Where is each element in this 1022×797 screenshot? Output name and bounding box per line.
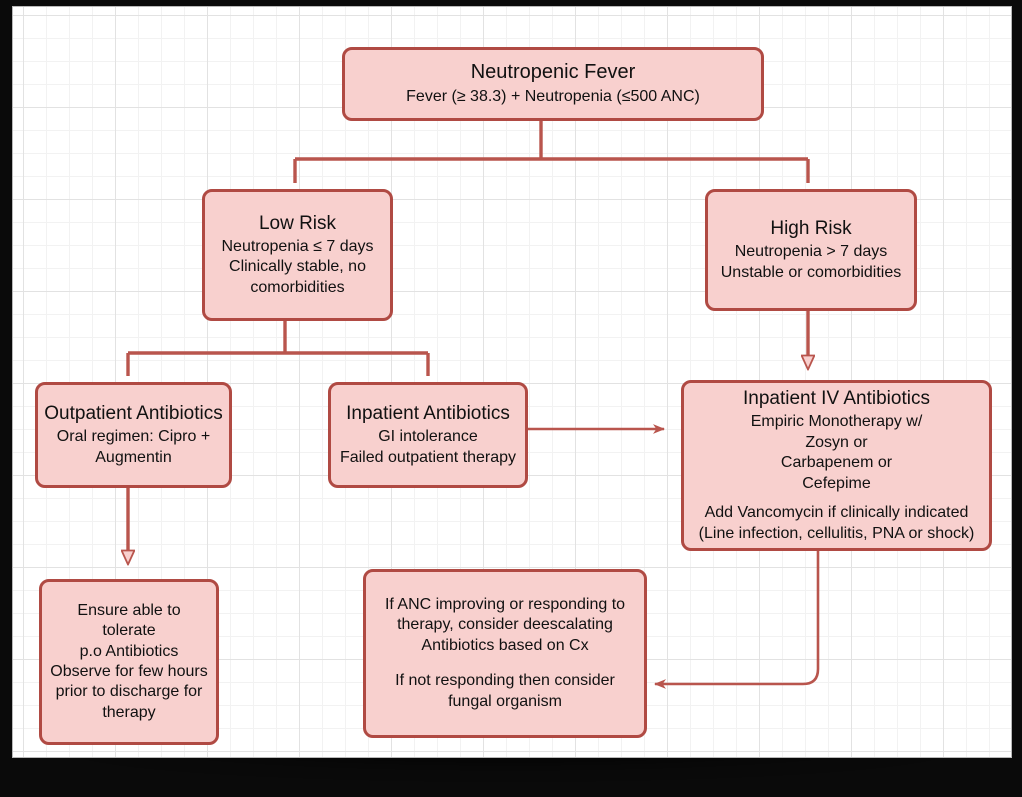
node-response-assessment[interactable]: If ANC improving or responding to therap… [363, 569, 647, 738]
node-line: Antibiotics based on Cx [421, 636, 589, 654]
node-title: Outpatient Antibiotics [44, 402, 223, 424]
node-line: Empiric Monotherapy w/ [750, 413, 923, 431]
node-line: Carbapenem or [780, 454, 893, 472]
node-line: Add Vancomycin if clinically indicated [704, 504, 969, 522]
flowchart-canvas[interactable]: Neutropenic Fever Fever (≥ 38.3) + Neutr… [12, 6, 1012, 758]
node-line: Observe for few hours [50, 663, 208, 680]
node-line: p.o Antibiotics [79, 642, 179, 660]
node-line: therapy, consider deescalating [397, 616, 613, 634]
node-line: If not responding then consider [395, 672, 615, 690]
node-title: Low Risk [258, 212, 337, 234]
node-line: Zosyn or [805, 433, 868, 451]
node-line: Failed outpatient therapy [339, 448, 517, 466]
node-line: Unstable or comorbidities [720, 263, 902, 281]
node-title: Neutropenic Fever [470, 61, 636, 84]
node-line: comorbidities [250, 278, 345, 296]
node-line: fungal organism [448, 692, 562, 710]
node-line: (Line infection, cellulitis, PNA or shoc… [698, 524, 975, 542]
node-title: Inpatient IV Antibiotics [743, 388, 930, 409]
node-line: Neutropenia > 7 days [734, 243, 888, 261]
node-line: Augmentin [95, 448, 172, 466]
node-line: prior to discharge for [55, 683, 203, 701]
node-title: Inpatient Antibiotics [346, 402, 510, 424]
node-line: Clinically stable, no [229, 258, 366, 276]
node-line: therapy [102, 703, 156, 721]
node-low-risk[interactable]: Low Risk Neutropenia ≤ 7 days Clinically… [202, 189, 393, 321]
node-outpatient-antibiotics[interactable]: Outpatient Antibiotics Oral regimen: Cip… [35, 382, 232, 488]
node-inpatient-antibiotics[interactable]: Inpatient Antibiotics GI intolerance Fai… [328, 382, 528, 488]
node-line: If ANC improving or responding to [384, 595, 626, 613]
node-line: Neutropenia ≤ 7 days [221, 237, 374, 255]
node-inpatient-iv-antibiotics[interactable]: Inpatient IV Antibiotics Empiric Monothe… [681, 380, 992, 551]
node-line: Oral regimen: Cipro + [56, 428, 211, 446]
node-high-risk[interactable]: High Risk Neutropenia > 7 days Unstable … [705, 189, 917, 311]
node-ensure-tolerate-po[interactable]: Ensure able to tolerate p.o Antibiotics … [39, 579, 219, 745]
edge-iv-to-response [654, 548, 820, 689]
node-title: High Risk [770, 217, 852, 239]
node-line: GI intolerance [378, 428, 478, 446]
node-line: Cefepime [802, 474, 871, 492]
node-neutropenic-fever[interactable]: Neutropenic Fever Fever (≥ 38.3) + Neutr… [342, 47, 764, 121]
node-line: Ensure able to tolerate [77, 601, 181, 640]
node-line: Fever (≥ 38.3) + Neutropenia (≤500 ANC) [406, 88, 700, 106]
